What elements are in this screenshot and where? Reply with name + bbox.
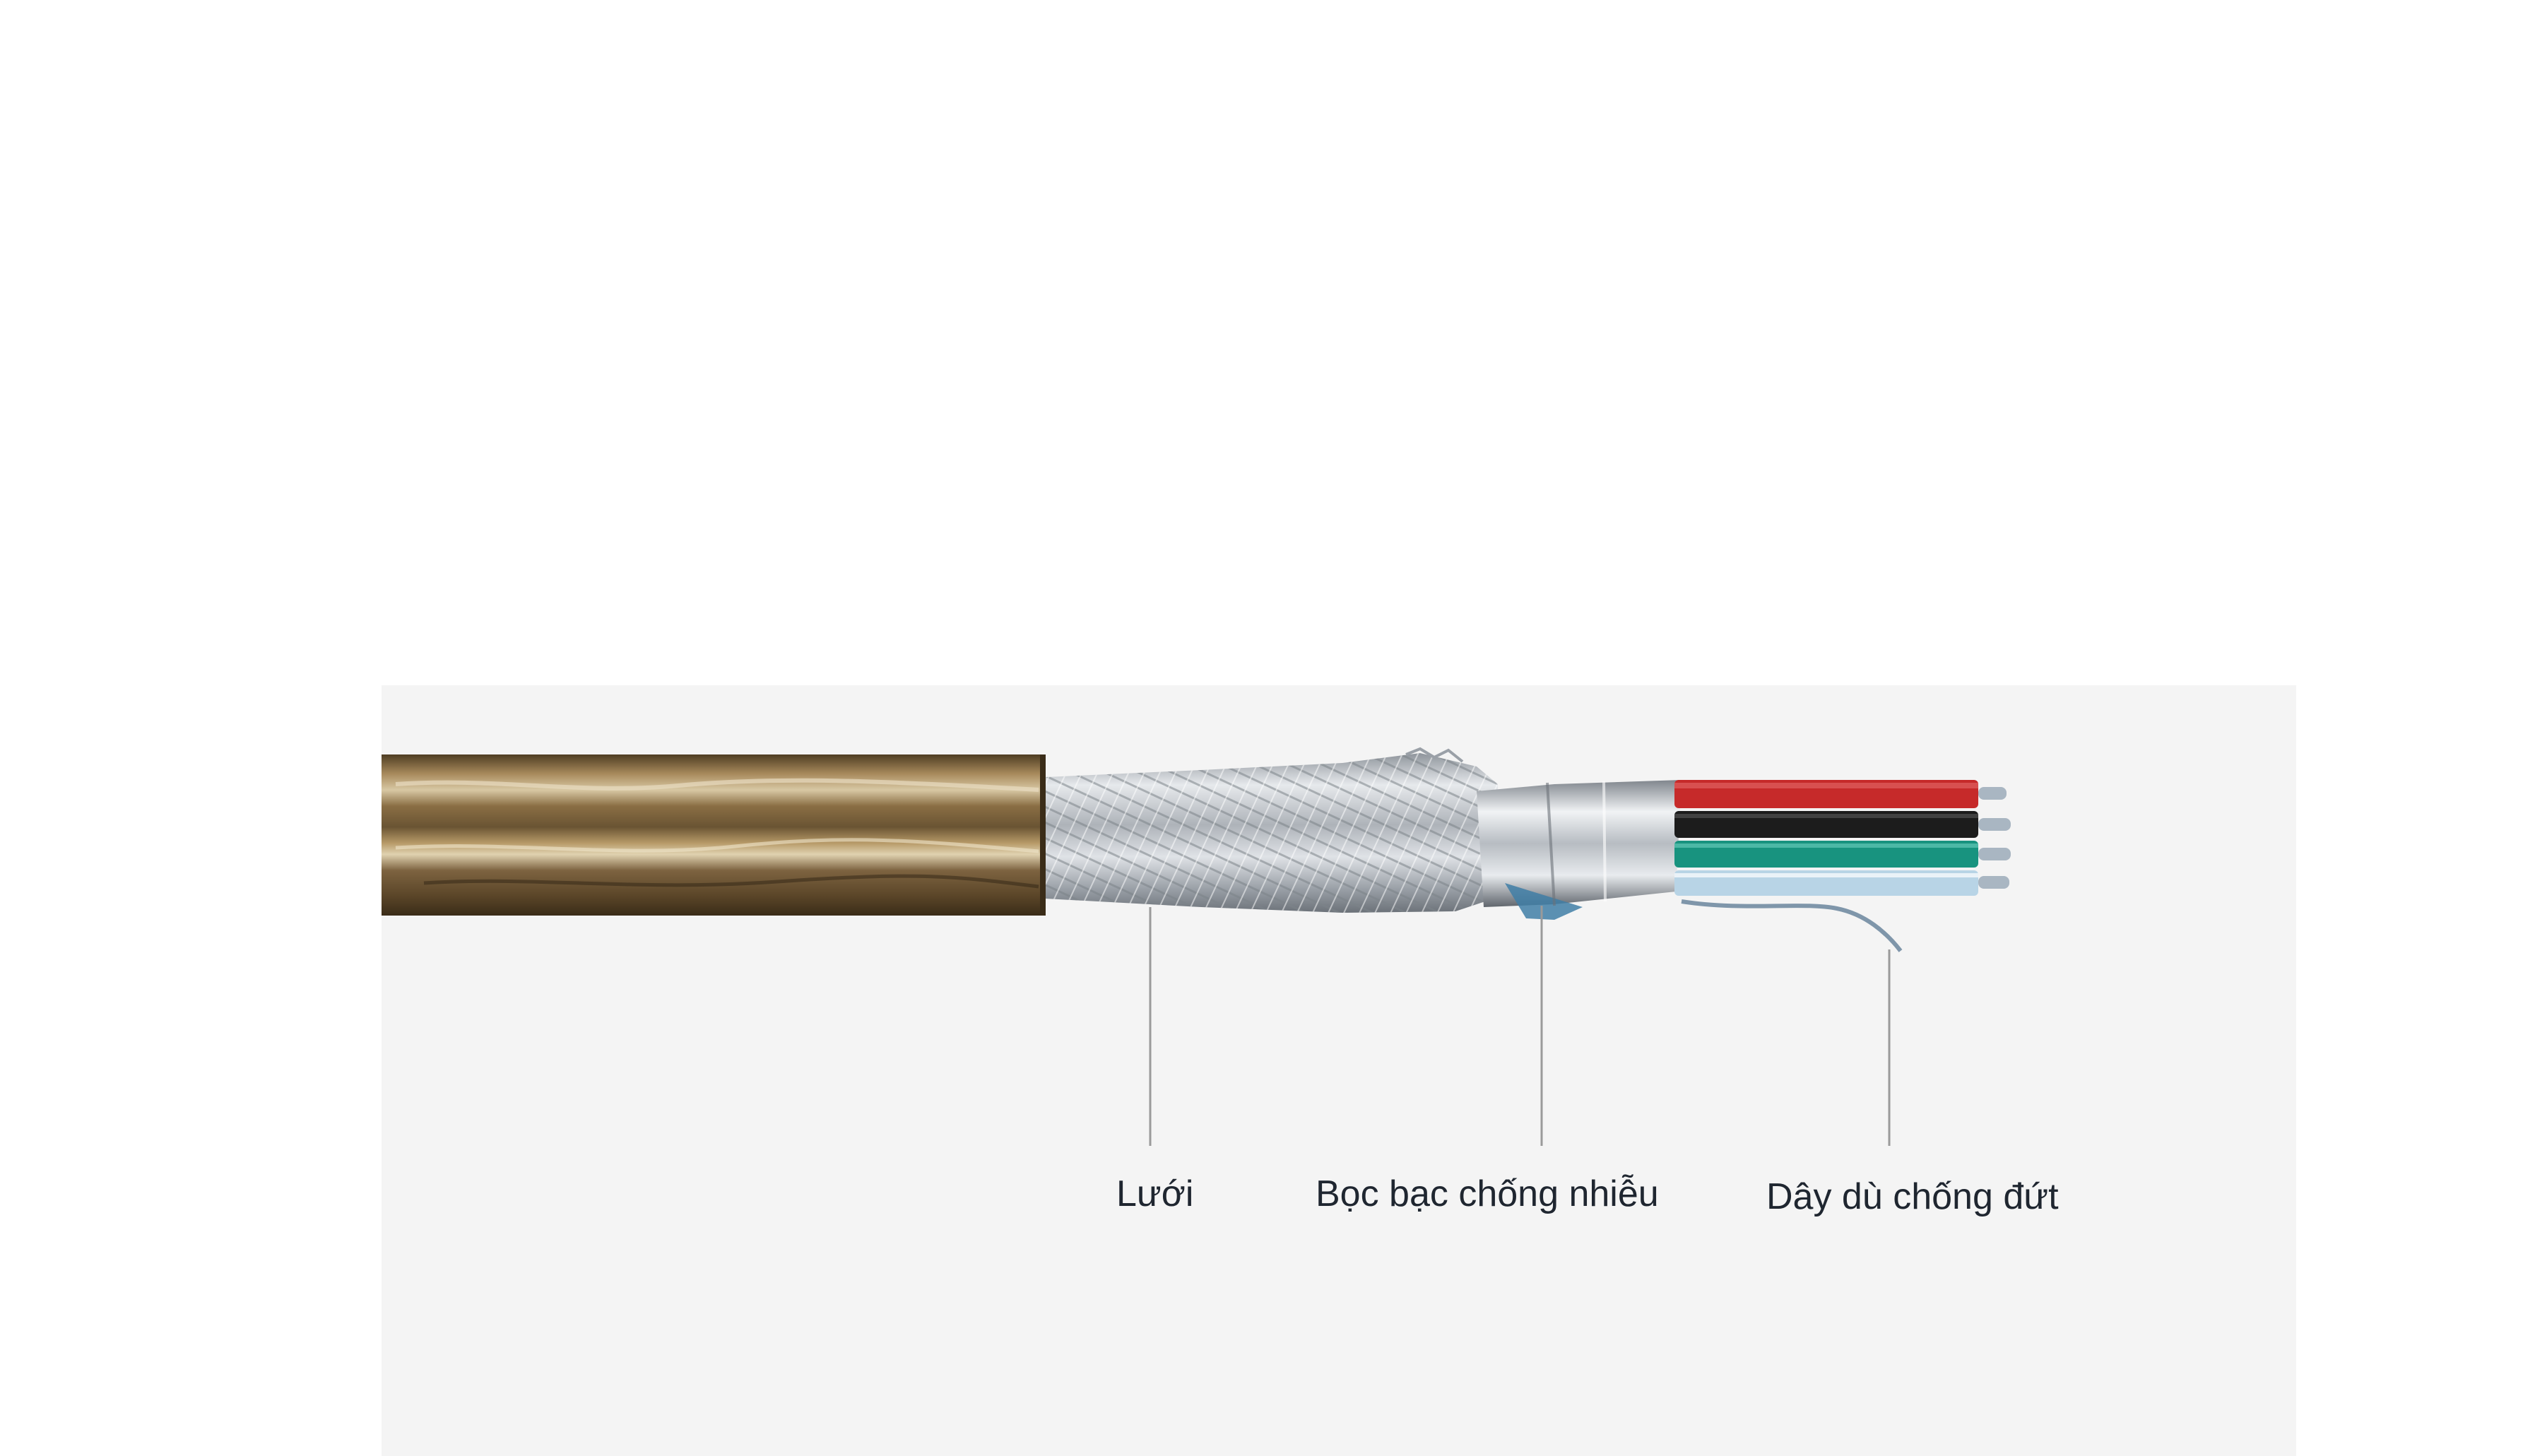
conductors: [1674, 780, 2011, 896]
label-foil-shield: Bọc bạc chống nhiễu: [1316, 1173, 1659, 1214]
braided-mesh: [1046, 747, 1498, 913]
label-mesh: Lưới: [1116, 1173, 1194, 1214]
label-strength-cord: Dây dù chống đứt: [1766, 1176, 2059, 1217]
cable-jacket: [382, 754, 1046, 916]
leader-lines: [1149, 906, 1891, 1146]
foil-shield: [1477, 780, 1682, 920]
strength-cord: [1681, 899, 1903, 952]
